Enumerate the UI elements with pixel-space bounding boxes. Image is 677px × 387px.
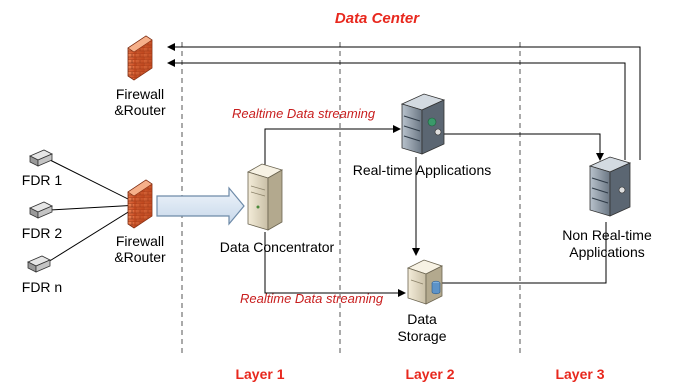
fdr2-icon[interactable] [29,201,53,219]
link-conc-realtime [264,125,401,175]
link-fdr1-firewall [49,159,139,205]
connections [47,43,641,297]
data-concentrator-icon[interactable] [246,163,284,231]
link-realtime-nonrealtime [438,133,604,161]
firewall-mid-icon[interactable] [127,179,153,229]
realtime-apps-label: Real-time Applications [353,162,492,178]
realtime-apps-rack-icon[interactable] [400,93,446,155]
stream-label-bottom: Realtime Data streaming [240,291,384,306]
link-fdrn-firewall [47,205,139,263]
big-arrow-firewall-concentrator [156,186,245,226]
data-storage-label-2: Storage [397,328,446,344]
firewall-top-icon[interactable] [127,35,153,81]
link-conc-storage [264,232,406,297]
nonrealtime-apps-rack-icon[interactable] [588,156,632,217]
fdr2-label: FDR 2 [22,225,63,241]
fdrn-icon[interactable] [27,255,51,273]
data-concentrator-label: Data Concentrator [220,239,335,255]
firewall-mid-label-1: Firewall [116,233,164,249]
firewall-top-label-2: &Router [114,102,166,118]
data-storage-icon[interactable] [406,259,444,305]
diagram-title: Data Center [335,10,420,27]
nonrealtime-apps-label-1: Non Real-time [562,227,652,243]
link-return-second [167,59,626,160]
fdrn-label: FDR n [22,279,62,295]
link-fdr2-firewall [49,201,139,211]
firewall-top-label-1: Firewall [116,86,164,102]
firewall-mid-label-2: &Router [114,249,166,265]
link-storage-nonrealtime [442,222,607,284]
stream-label-top: Realtime Data streaming [232,106,376,121]
nonrealtime-apps-label-2: Applications [569,244,645,260]
layer-2-label: Layer 2 [405,366,454,382]
fdr1-icon[interactable] [29,149,53,167]
data-storage-label-1: Data [407,311,437,327]
layer-1-label: Layer 1 [235,366,284,382]
layer-3-label: Layer 3 [555,366,604,382]
link-return-top [167,43,641,160]
fdr1-label: FDR 1 [22,172,63,188]
